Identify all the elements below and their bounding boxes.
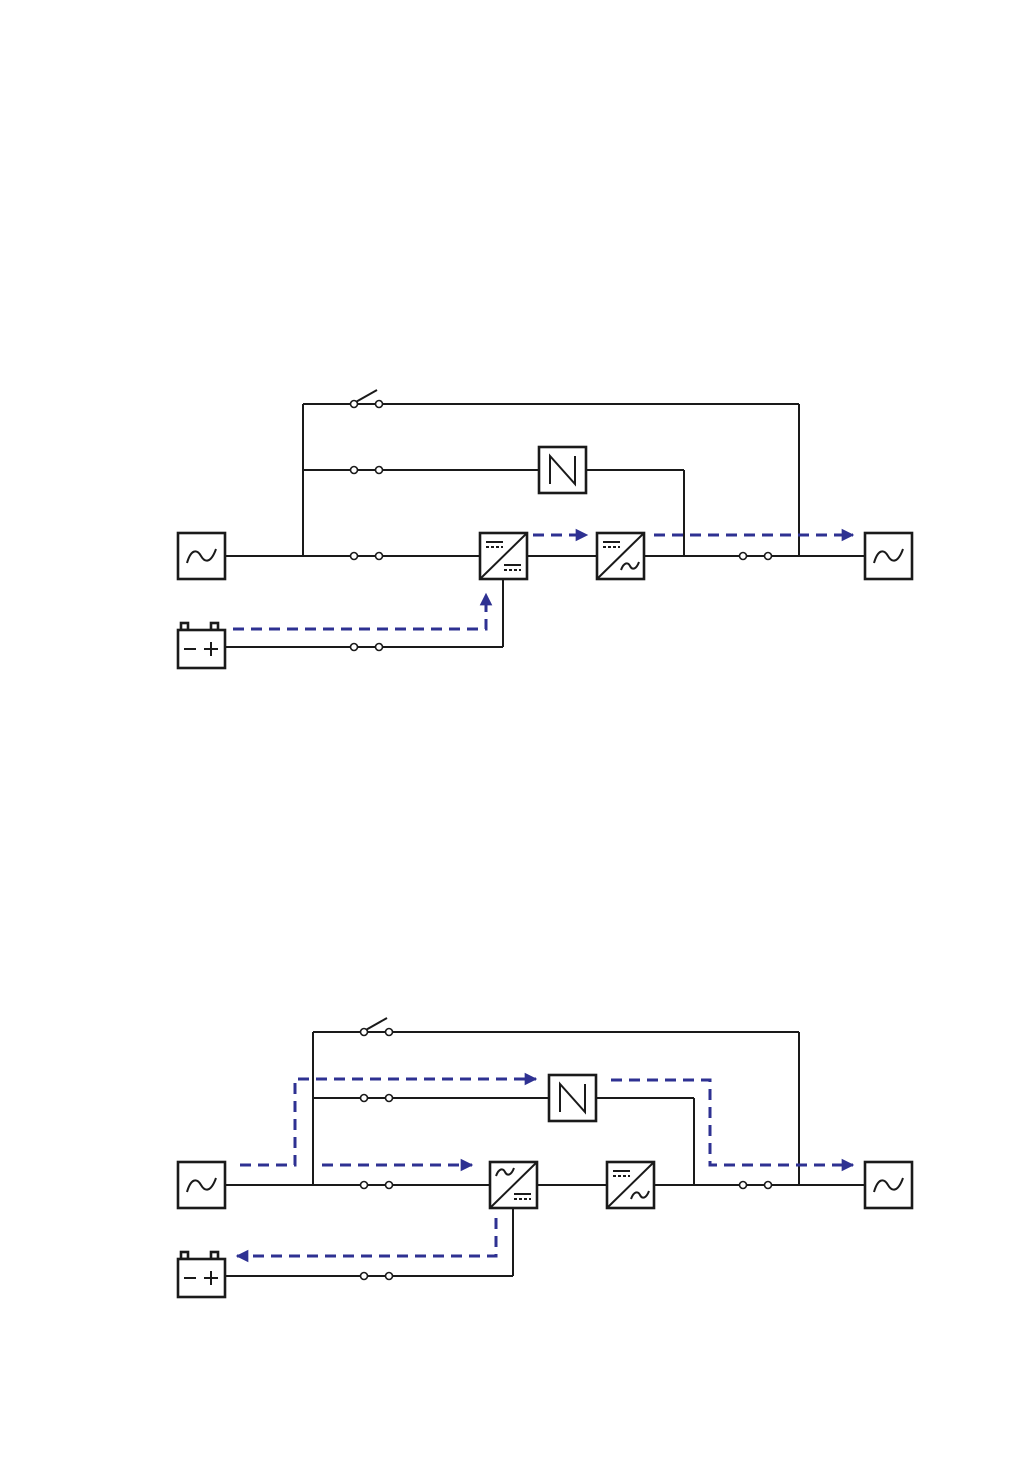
rectifier-icon xyxy=(480,533,527,579)
battery-breaker-icon xyxy=(361,1273,393,1280)
inverter-icon xyxy=(607,1162,654,1208)
single-line-diagram xyxy=(0,370,1032,690)
battery-breaker-icon xyxy=(351,644,383,651)
output-breaker-icon xyxy=(740,553,772,560)
charger-icon xyxy=(490,1162,537,1208)
battery-icon xyxy=(178,623,225,668)
ac-load-icon xyxy=(865,533,912,579)
ac-source-icon xyxy=(178,1162,225,1208)
single-line-diagram xyxy=(0,1000,1032,1320)
ups-diagram-battery-mode xyxy=(0,370,1032,690)
ac-source-icon xyxy=(178,533,225,579)
output-breaker-icon xyxy=(740,1182,772,1189)
power-flow-path xyxy=(233,535,853,629)
power-flow-path xyxy=(237,1079,853,1256)
circuit-wires xyxy=(225,1032,865,1276)
ac-load-icon xyxy=(865,1162,912,1208)
inverter-icon xyxy=(597,533,644,579)
static-switch-icon xyxy=(549,1075,596,1121)
battery-icon xyxy=(178,1252,225,1297)
static-switch-icon xyxy=(539,447,586,493)
bypass-breaker-icon xyxy=(351,467,383,474)
bypass-breaker-icon xyxy=(361,1095,393,1102)
circuit-wires xyxy=(225,404,865,647)
mains-breaker-icon xyxy=(361,1182,393,1189)
ups-diagram-eco-mode xyxy=(0,1000,1032,1320)
mains-breaker-icon xyxy=(351,553,383,560)
